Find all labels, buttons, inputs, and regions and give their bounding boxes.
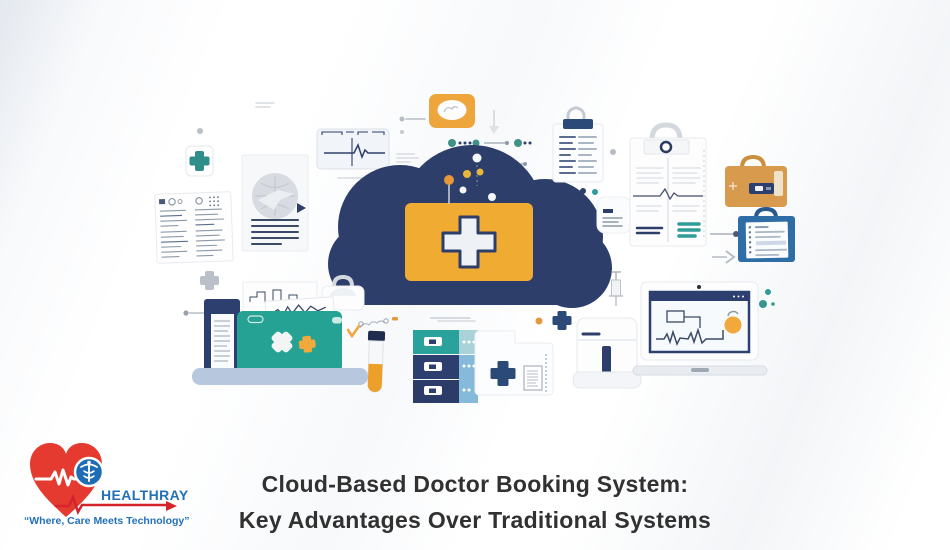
medical-record-folder	[237, 311, 342, 372]
bold-plus-icon	[490, 361, 516, 386]
globe-document	[241, 154, 309, 252]
lab-test-tube	[346, 317, 398, 393]
report-clipboard	[552, 106, 604, 183]
ecg-line	[656, 327, 724, 346]
sparkle-icon	[729, 182, 737, 190]
arrow-doodles	[710, 231, 739, 264]
cloud-pins	[444, 153, 496, 204]
connection-chain	[448, 139, 532, 166]
down-arrow-icon	[489, 110, 499, 134]
doctor-briefcase	[725, 154, 787, 207]
medical-cross-icon	[441, 215, 497, 269]
play-arrow-icon	[297, 203, 306, 213]
mini-note-card	[596, 196, 632, 234]
gray-plus-icon	[200, 271, 219, 290]
file-cabinet-drawers	[413, 330, 478, 403]
ecg-monitor-card	[316, 128, 390, 170]
camera-dot	[697, 285, 701, 289]
patient-list-document	[154, 191, 234, 264]
ecg-line	[633, 187, 703, 201]
medical-cross-card	[185, 145, 214, 177]
x-mark-icon	[271, 331, 293, 353]
briefcase-latch	[749, 183, 774, 194]
large-medical-clipboard	[629, 122, 707, 247]
caduceus-icon	[73, 456, 105, 488]
syringe-icon	[609, 271, 623, 306]
cloud-health-storage	[328, 145, 612, 308]
banner-title: Cloud-Based Doctor Booking System: Key A…	[0, 466, 950, 538]
scatter-dots	[197, 116, 775, 325]
check-icon	[346, 324, 361, 339]
dot-line	[183, 310, 207, 316]
title-line-1: Cloud-Based Doctor Booking System:	[261, 471, 689, 497]
ecg-laptop	[632, 281, 768, 376]
prescription-plus-card	[474, 330, 554, 396]
globe-icon	[252, 173, 298, 219]
chart-doodle	[249, 289, 303, 303]
laptop-base	[192, 368, 368, 385]
drawer-handles	[424, 337, 442, 395]
brand-tagline: “Where, Care Meets Technology”	[24, 515, 190, 527]
laptop-with-documents	[192, 274, 368, 385]
brand-name: HEALTHRAY	[101, 487, 189, 503]
plus-mark-icon	[298, 335, 316, 353]
arrow-head	[166, 501, 177, 511]
pill-dot-icon	[724, 316, 742, 334]
patient-chart-clipboard	[738, 206, 795, 262]
navy-plus-icon	[552, 311, 572, 330]
healthray-logo: HEALTHRAY “Where, Care Meets Technology”	[24, 443, 190, 527]
clip-ring-icon	[659, 140, 673, 154]
title-line-2: Key Advantages Over Traditional Systems	[238, 507, 712, 533]
medical-storage-unit	[572, 317, 642, 389]
cloud-app-icon	[429, 94, 475, 128]
teal-cross-icon	[189, 151, 210, 171]
document-icon	[523, 354, 547, 392]
